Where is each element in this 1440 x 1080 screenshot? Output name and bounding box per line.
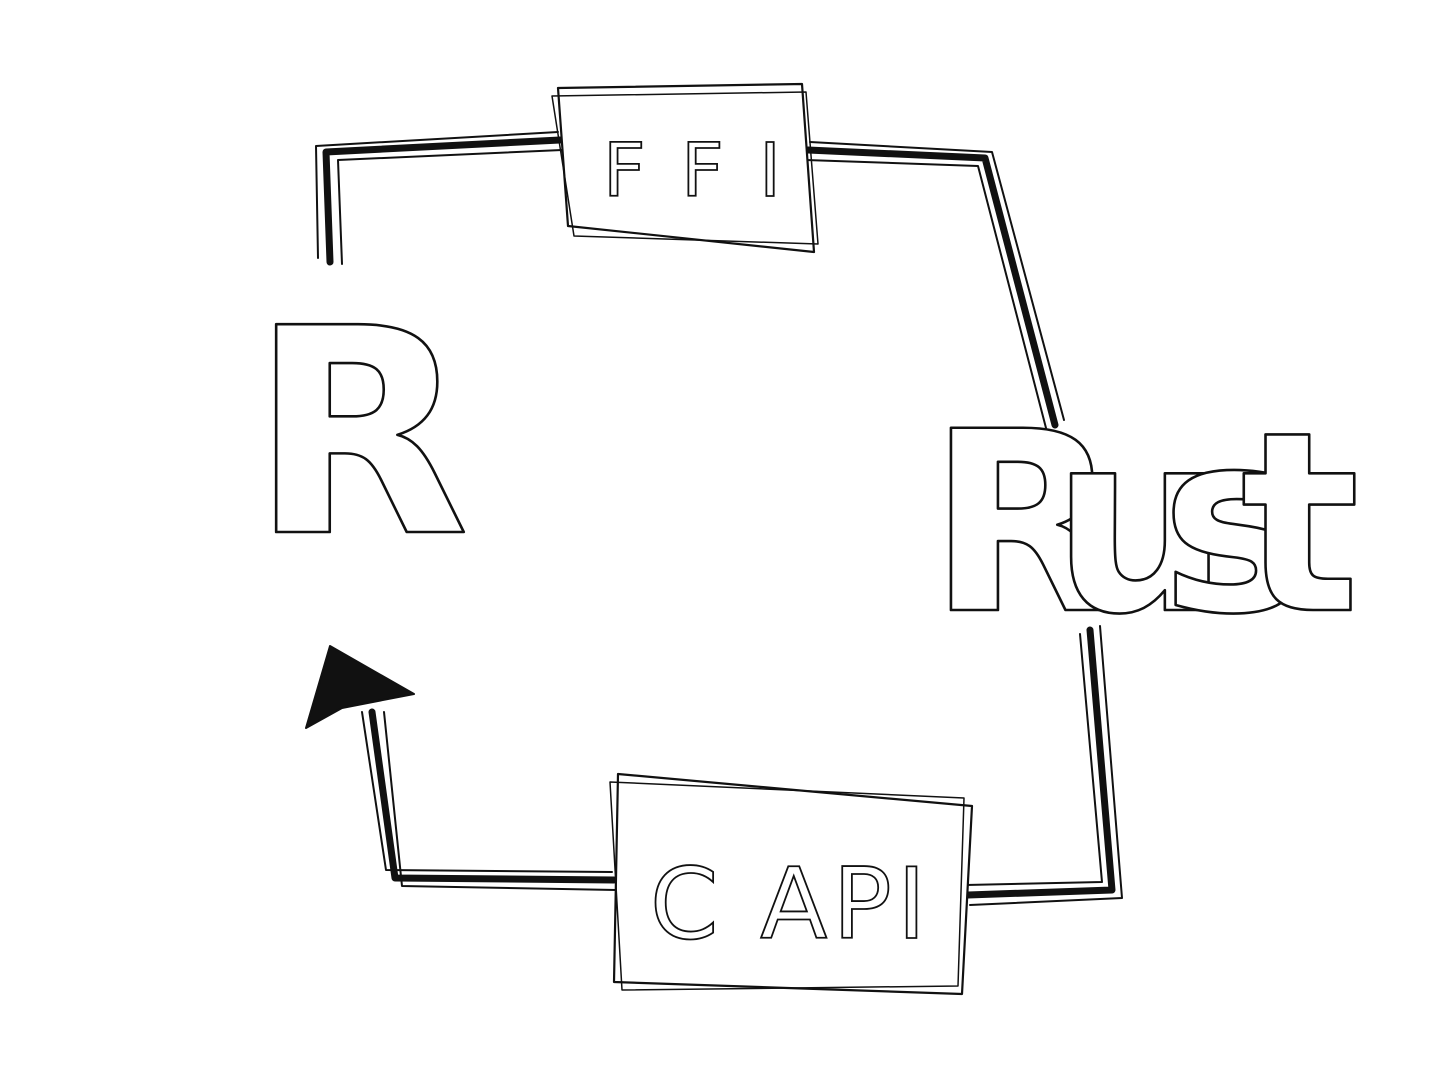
rust-label: Rust — [928, 378, 1360, 669]
arrowhead-icon — [305, 645, 415, 729]
capi-label: C API — [650, 848, 926, 962]
edge-capi-to-r — [305, 645, 618, 891]
edge-ffi-to-rust — [804, 141, 1065, 429]
r-label: R — [250, 268, 469, 600]
ffi-node: FFI — [551, 82, 819, 254]
edge-r-to-ffi — [315, 131, 564, 266]
rust-node: Rust — [927, 377, 1362, 671]
edge-rust-to-capi — [964, 625, 1123, 906]
r-node: R — [249, 267, 471, 602]
capi-node: C API — [609, 772, 974, 996]
